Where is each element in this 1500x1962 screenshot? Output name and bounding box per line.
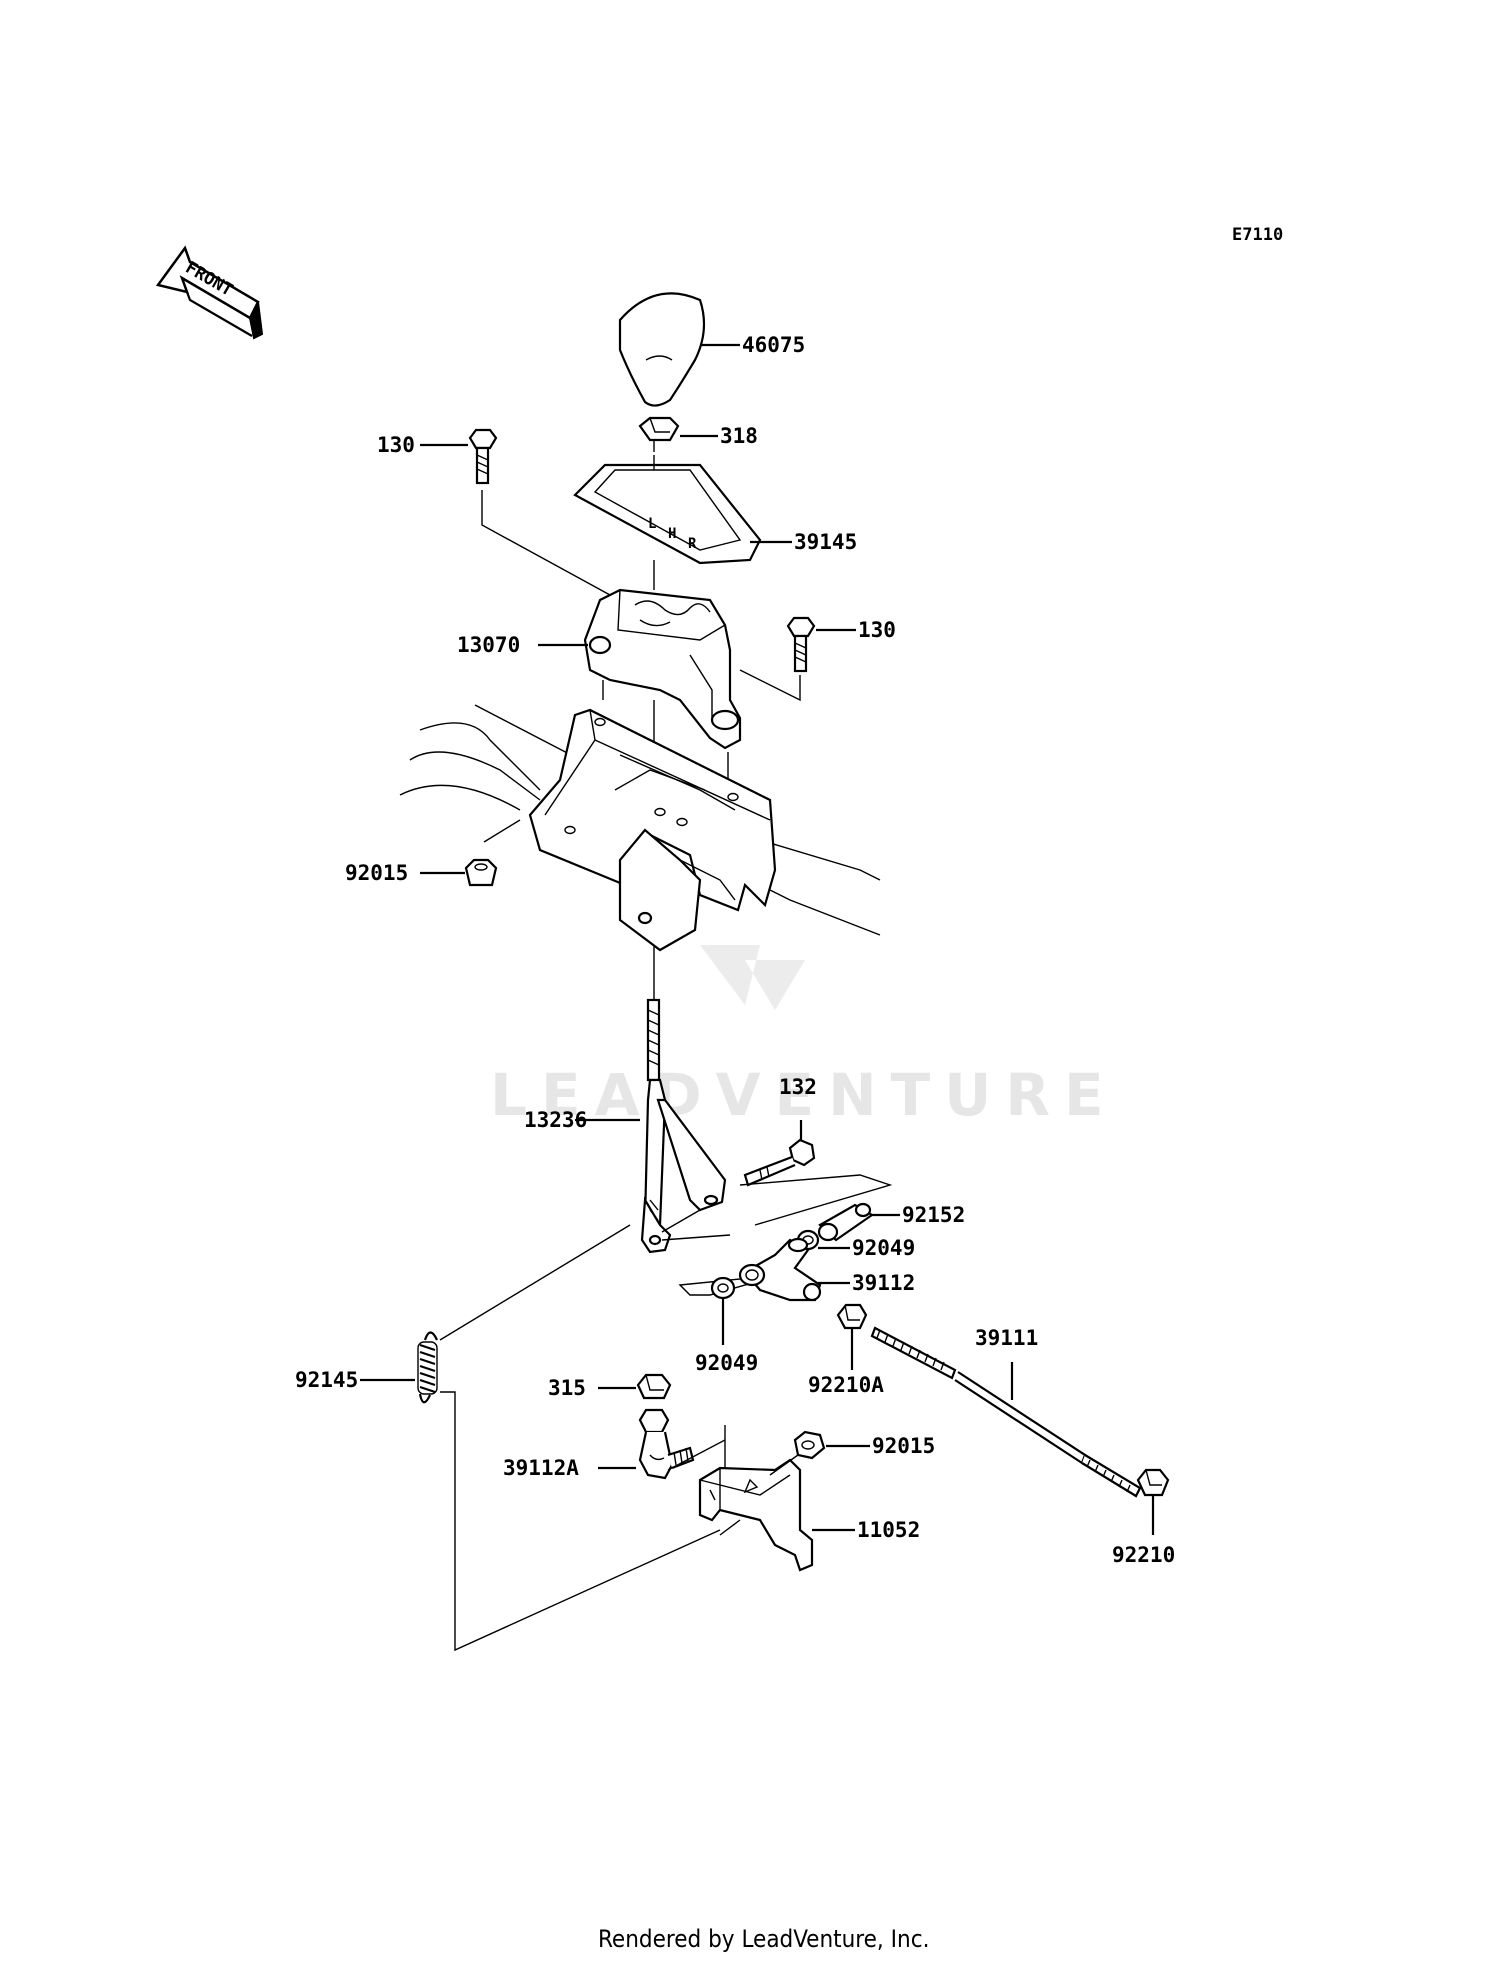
diagram-code: E7110	[1232, 225, 1283, 245]
part-label-39112[interactable]: 39112	[852, 1271, 915, 1295]
part-label-315[interactable]: 315	[548, 1376, 586, 1400]
nut-318-icon	[638, 416, 680, 442]
part-label-39111[interactable]: 39111	[975, 1326, 1038, 1350]
svg-text:L: L	[648, 516, 656, 532]
watermark: LEADVENTURE	[490, 860, 1118, 1129]
part-label-13070[interactable]: 13070	[457, 633, 520, 657]
svg-text:R: R	[688, 536, 697, 552]
nut-92015-upper-icon	[464, 858, 498, 887]
part-label-92049-lower[interactable]: 92049	[695, 1351, 758, 1375]
nut-92210A-icon	[836, 1303, 868, 1330]
svg-text:H: H	[668, 526, 676, 542]
part-label-318[interactable]: 318	[720, 424, 758, 448]
part-label-13236[interactable]: 13236	[524, 1108, 587, 1132]
pin-92152-icon	[817, 1202, 875, 1242]
shift-knob-icon	[618, 292, 706, 407]
part-label-92015-upper[interactable]: 92015	[345, 861, 408, 885]
part-label-92015-lower[interactable]: 92015	[872, 1434, 935, 1458]
bracket-11052-icon	[698, 1458, 814, 1572]
watermark-text: LEADVENTURE	[490, 1061, 1118, 1129]
lever-39112-icon	[738, 1237, 822, 1302]
part-label-132[interactable]: 132	[779, 1075, 817, 1099]
part-label-92145[interactable]: 92145	[295, 1368, 358, 1392]
shift-rod-icon	[640, 998, 727, 1254]
frame-bracket-icon	[399, 704, 881, 952]
nut-92210-icon	[1136, 1468, 1170, 1497]
ball-joint-39112A-icon	[638, 1408, 695, 1480]
footer-credit: Rendered by LeadVenture, Inc.	[598, 1925, 929, 1953]
shift-housing-icon	[583, 588, 742, 750]
front-arrow-icon: FRONT	[155, 245, 264, 340]
part-label-11052[interactable]: 11052	[857, 1518, 920, 1542]
part-label-39112A[interactable]: 39112A	[503, 1456, 579, 1480]
nut-92015-lower-icon	[793, 1430, 826, 1460]
bolt-132-icon	[743, 1138, 816, 1187]
part-label-92210[interactable]: 92210	[1112, 1543, 1175, 1567]
part-label-39145[interactable]: 39145	[794, 530, 857, 554]
nut-315-icon	[636, 1373, 672, 1400]
bolt-130-right-icon	[786, 616, 816, 673]
part-label-46075[interactable]: 46075	[742, 333, 805, 357]
spring-92145-icon	[417, 1331, 438, 1404]
part-label-92152[interactable]: 92152	[902, 1203, 965, 1227]
shift-plate-icon: L H R	[573, 463, 762, 565]
part-label-130-left[interactable]: 130	[377, 433, 415, 457]
part-label-92210A[interactable]: 92210A	[808, 1373, 884, 1397]
part-label-92049-upper[interactable]: 92049	[852, 1236, 915, 1260]
bolt-130-left-icon	[468, 428, 498, 485]
rod-39111-icon	[870, 1326, 1142, 1498]
washer-92049-lower-icon	[710, 1276, 736, 1300]
part-label-130-right[interactable]: 130	[858, 618, 896, 642]
